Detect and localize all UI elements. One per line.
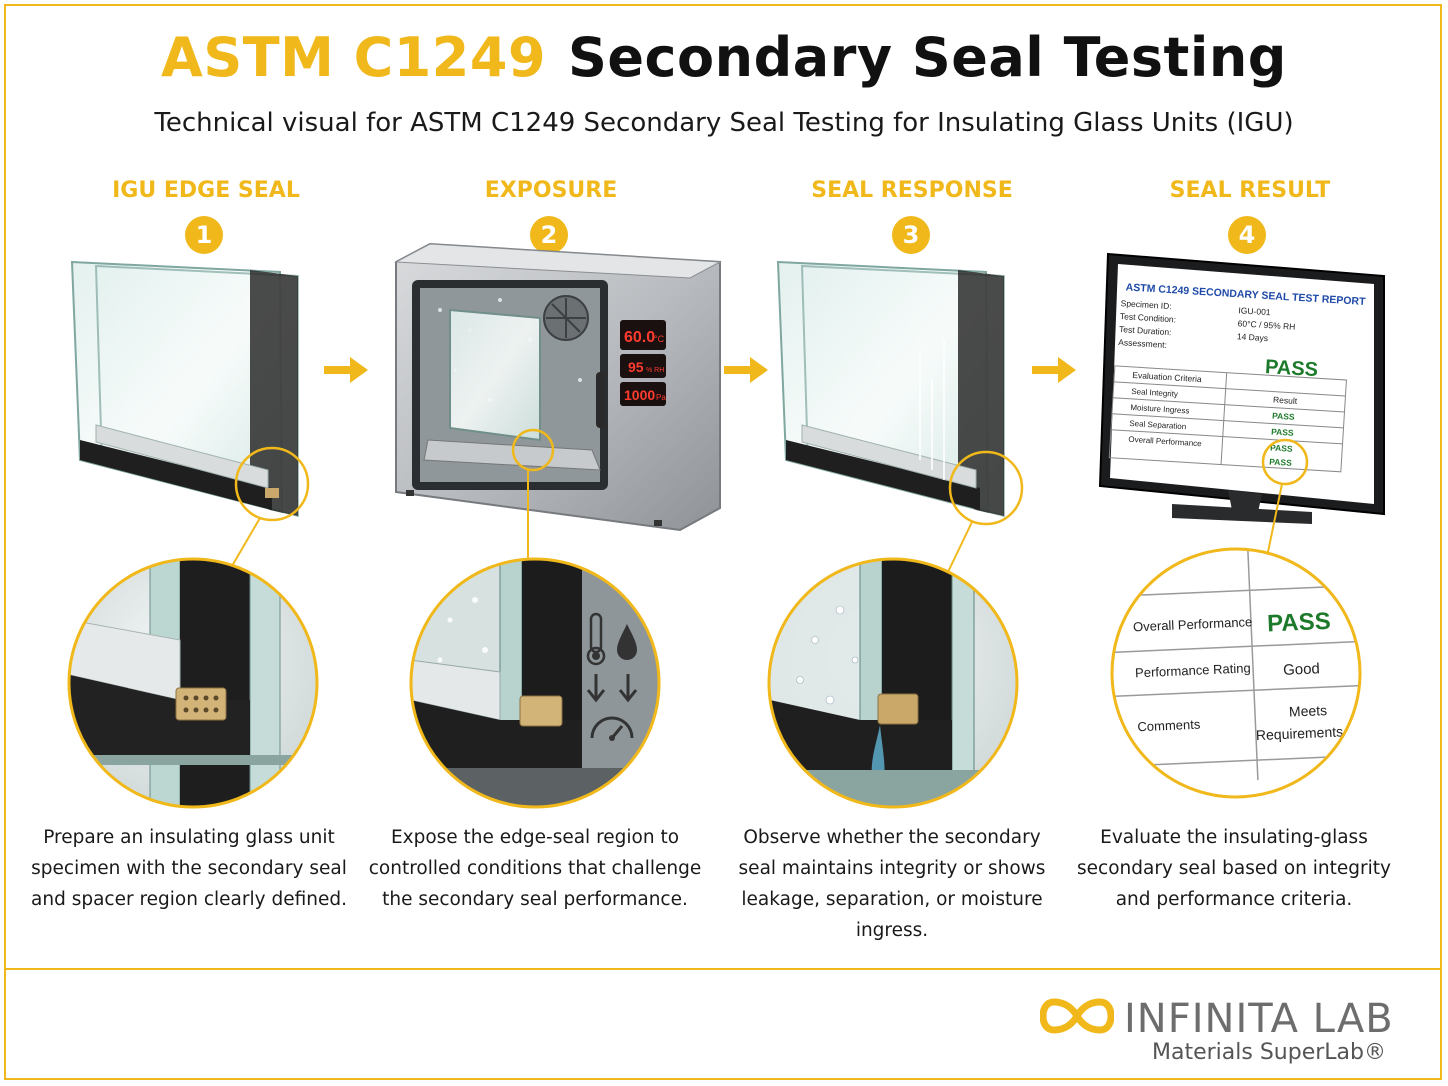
zoom-marker (1261, 438, 1309, 486)
page-frame (4, 4, 1442, 1080)
report-field-value: IGU-001 (1238, 305, 1271, 317)
description-line: and spacer region clearly defined. (31, 889, 347, 910)
environmental-chamber: 60.0 °C 95 % RH 1000 Pa (394, 242, 722, 532)
zoom-marker (234, 446, 310, 522)
gauge-icon (590, 716, 634, 741)
description-line: Expose the edge-seal region to (390, 827, 680, 848)
report-field-value: 14 Days (1237, 331, 1269, 343)
igu-seal-response (776, 260, 1005, 518)
description-line: leakage, separation, or moisture ingress… (741, 889, 1043, 941)
step-2-description: Expose the edge-seal region to controlled… (365, 822, 705, 915)
zoom-row-label: Performance Rating (1135, 660, 1251, 680)
infinity-logo-icon (1040, 998, 1114, 1034)
igu-specimen (70, 260, 299, 518)
zoom-row-value: PASS (1267, 608, 1332, 638)
zoom-seal-response (769, 559, 1017, 807)
description-line: Evaluate the insulating-glass (1100, 827, 1368, 848)
description-line: seal maintains integrity or shows (738, 858, 1046, 879)
description-line: specimen with the secondary seal (31, 858, 347, 879)
report-col-result: Result (1273, 395, 1298, 406)
chamber-humidity: 95 (628, 359, 644, 375)
description-line: Observe whether the secondary (743, 827, 1041, 848)
title-code: ASTM C1249 (161, 26, 547, 89)
step-1-title: IGU EDGE SEAL (112, 178, 300, 203)
description-line: and performance criteria. (1115, 889, 1353, 910)
zoom-row-label: Overall Performance (1133, 614, 1253, 634)
chamber-humidity-unit: % RH (646, 367, 664, 374)
description-line: the secondary seal performance. (382, 889, 688, 910)
brand-name: INFINITA LAB (1124, 996, 1394, 1042)
step-4-description: Evaluate the insulating-glass secondary s… (1064, 822, 1404, 915)
report-row-result: PASS (1269, 456, 1292, 467)
report-row-criteria: Moisture Ingress (1130, 403, 1190, 416)
report-row-result: PASS (1270, 442, 1293, 453)
report-field-label: Assessment: (1118, 337, 1167, 350)
description-line: controlled conditions that challenge (368, 858, 702, 879)
chamber-temperature: 60.0 (624, 329, 655, 346)
exposure-icons (586, 612, 638, 741)
zoom-result-table: Overall Performance PASS Performance Rat… (1112, 549, 1360, 797)
water-drop-icon (617, 624, 637, 660)
right-arrow-icon (724, 357, 768, 383)
step-2-title: EXPOSURE (484, 178, 618, 203)
report-field-label: Test Condition: (1120, 311, 1177, 324)
step-3-description: Observe whether the secondary seal mainta… (717, 822, 1067, 946)
chamber-temperature-unit: °C (654, 334, 665, 344)
report-row-criteria: Seal Integrity (1131, 387, 1178, 399)
brand-tagline: Materials SuperLab® (1152, 1040, 1386, 1065)
right-arrow-icon (324, 357, 368, 383)
step-2-badge: 2 (530, 216, 568, 254)
description-line: secondary seal based on integrity (1077, 858, 1391, 879)
report-field-value: 60°C / 95% RH (1237, 318, 1295, 332)
step-3-badge: 3 (892, 216, 930, 254)
description-line: Prepare an insulating glass unit (43, 827, 335, 848)
zoom-exposure (411, 559, 659, 807)
footer-divider (4, 968, 1442, 970)
down-arrow-icon (586, 674, 638, 703)
step-3-title: SEAL RESPONSE (811, 178, 1013, 203)
page-subtitle: Technical visual for ASTM C1249 Secondar… (154, 108, 1294, 138)
report-col-criteria: Evaluation Criteria (1132, 370, 1202, 384)
report-field-label: Test Duration: (1119, 324, 1172, 337)
zoom-marker (511, 428, 555, 472)
report-monitor: ASTM C1249 SECONDARY SEAL TEST REPORT Sp… (1098, 252, 1385, 524)
zoom-marker (948, 450, 1024, 526)
zoom-row-value-line1: Meets (1289, 702, 1328, 720)
step-4-title: SEAL RESULT (1169, 178, 1331, 203)
report-row-result: PASS (1271, 427, 1294, 438)
zoom-igu-edge (69, 559, 317, 807)
chamber-pressure: 1000 (624, 387, 655, 403)
zoom-row-label: Comments (1137, 717, 1201, 735)
zoom-row-value: Good (1283, 660, 1320, 679)
report-field-label: Specimen ID: (1120, 298, 1172, 311)
report-row-result: PASS (1272, 411, 1295, 422)
page-title: ASTM C1249 Secondary Seal Testing (0, 26, 1448, 89)
step-4-badge: 4 (1228, 216, 1266, 254)
step-1-badge: 1 (185, 216, 223, 254)
report-row-criteria: Seal Separation (1129, 419, 1186, 431)
thermometer-icon (586, 612, 606, 666)
zoom-row-value-line2: Requirements (1256, 723, 1344, 743)
step-1-description: Prepare an insulating glass unit specimen… (19, 822, 359, 915)
right-arrow-icon (1032, 357, 1076, 383)
chamber-pressure-unit: Pa (656, 393, 666, 402)
title-main: Secondary Seal Testing (568, 26, 1287, 89)
